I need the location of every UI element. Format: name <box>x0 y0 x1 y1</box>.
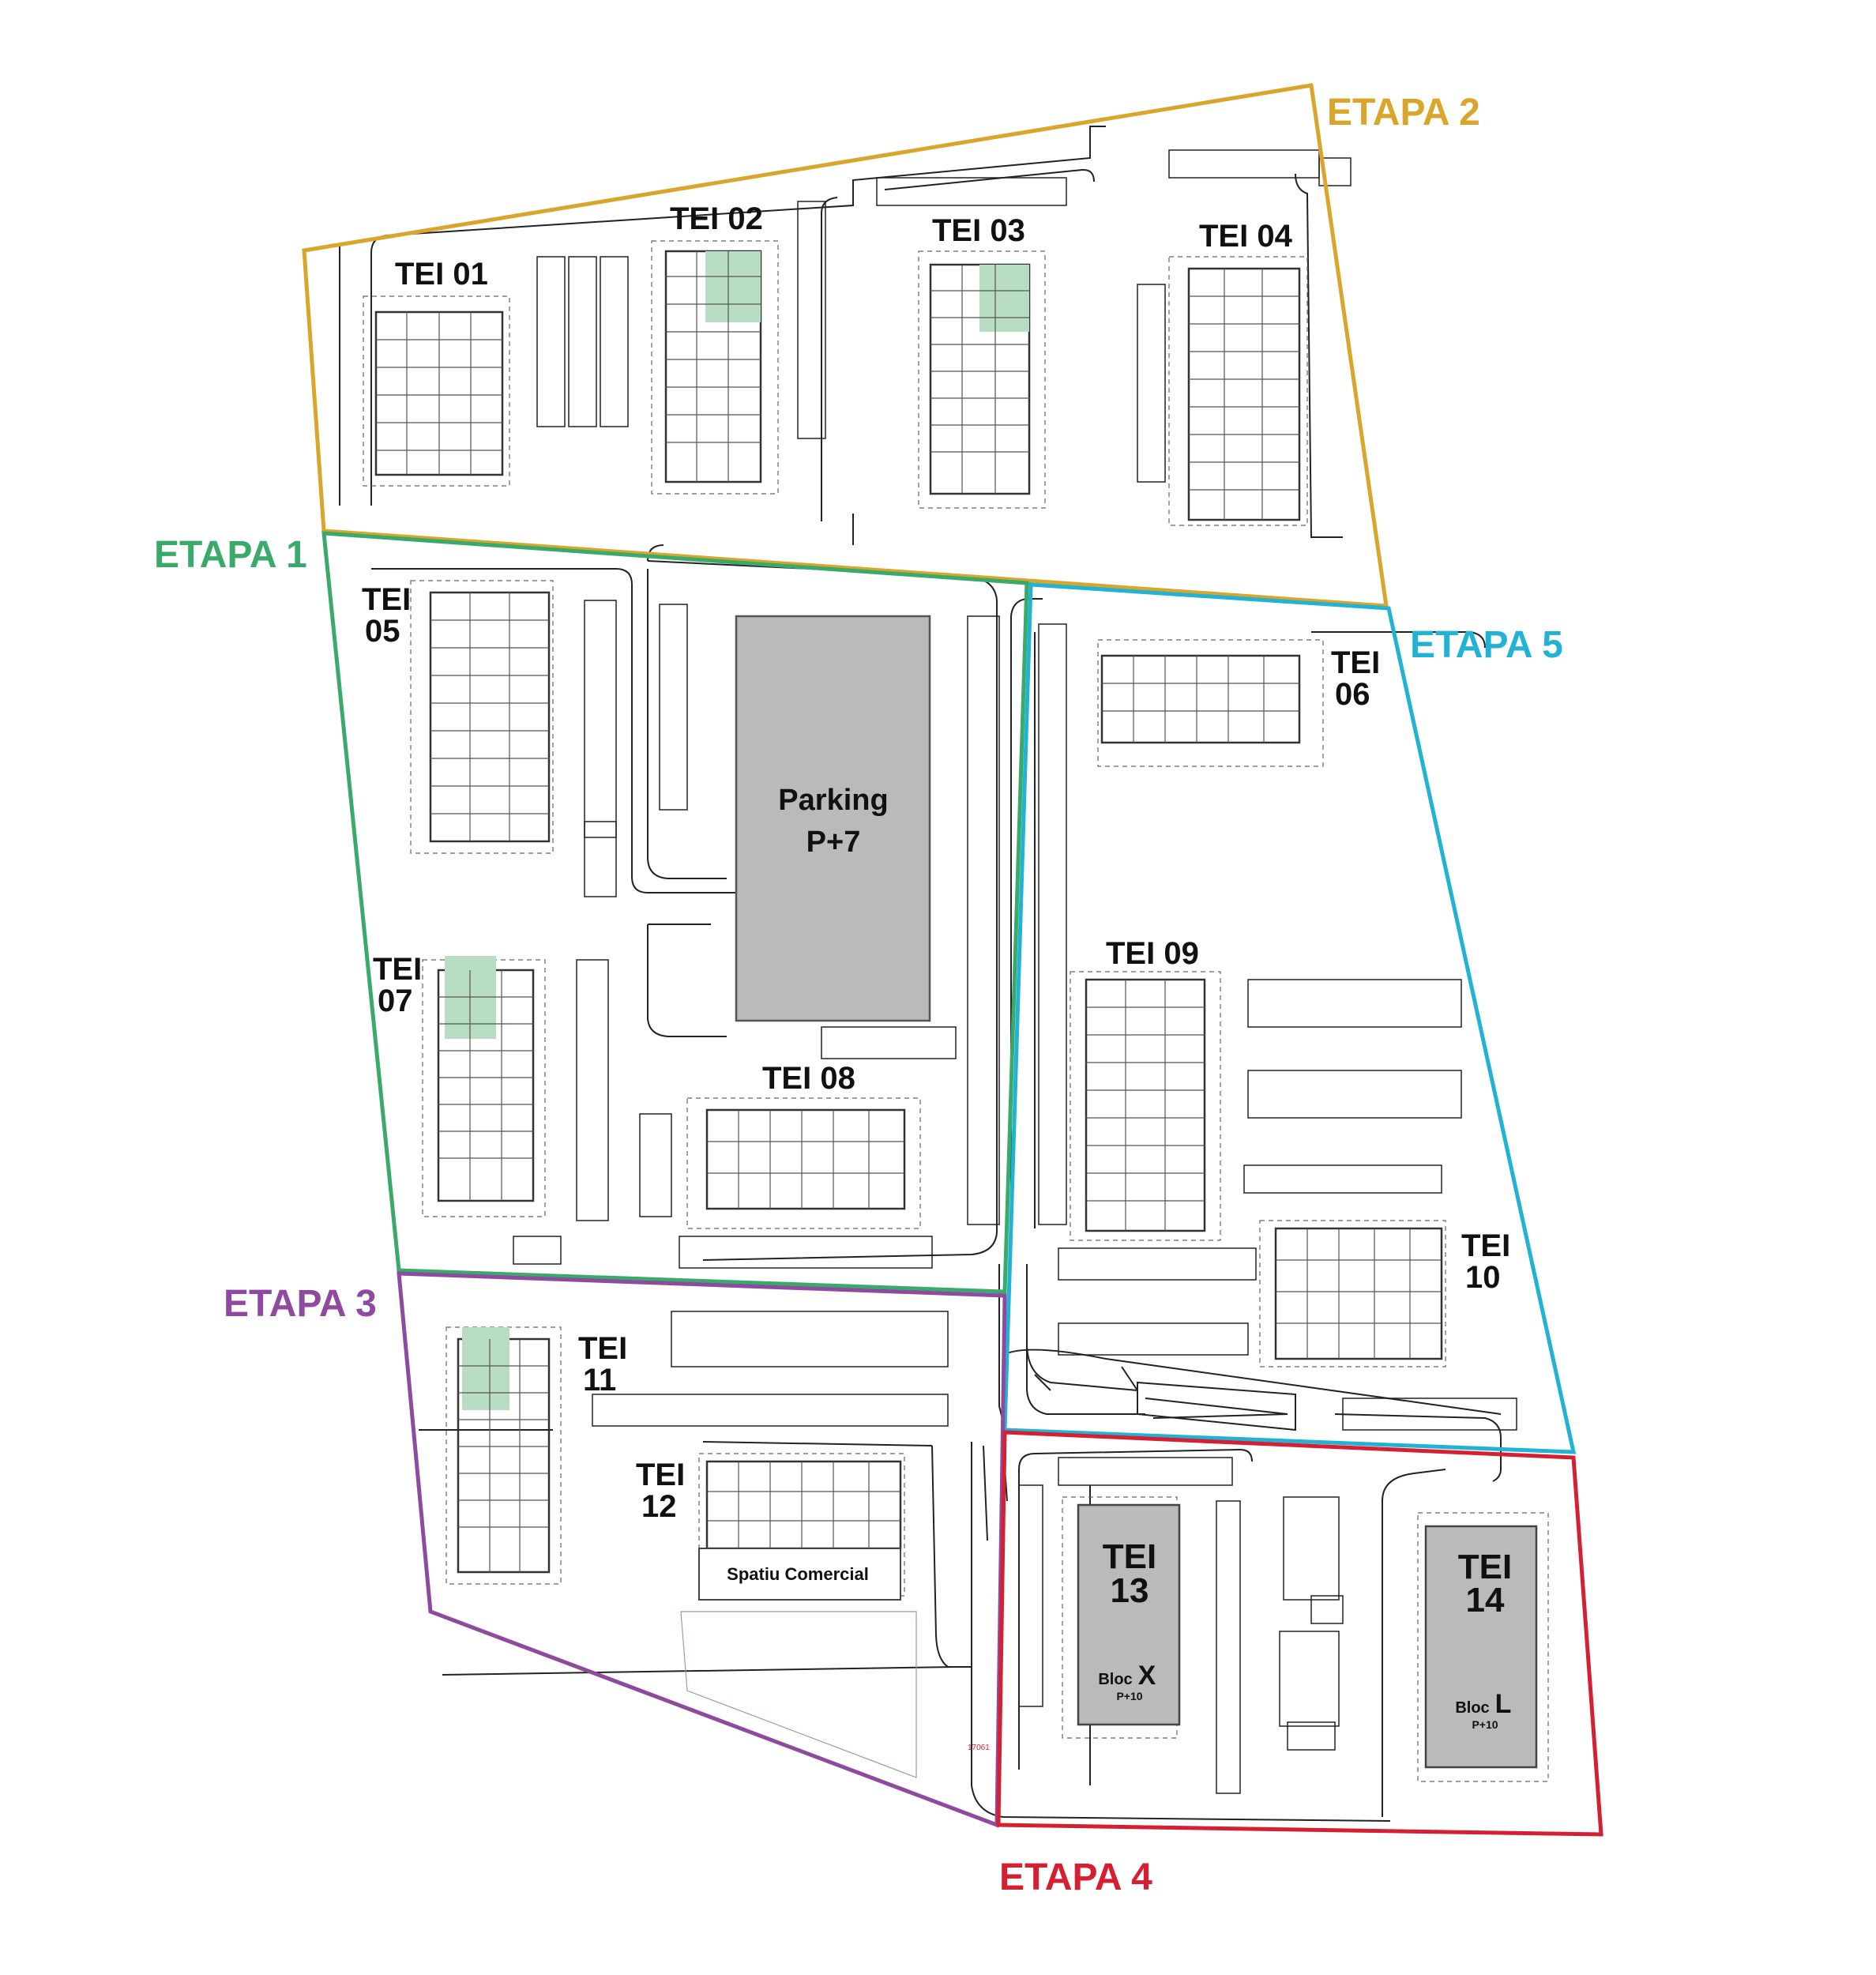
tei-04-label: TEI 04 <box>1199 219 1293 254</box>
tei-13-bloc-label: Bloc <box>1098 1671 1132 1688</box>
tei-13-label-line2: 13 <box>1111 1571 1149 1610</box>
tei-12-label-line1: TEI <box>636 1458 685 1492</box>
tei-08-footprint <box>686 1097 921 1229</box>
parking-stalls <box>513 149 1517 1794</box>
tei-06-label-line2: 06 <box>1335 677 1370 712</box>
tei-13-bloc-letter: X <box>1138 1661 1156 1691</box>
tei-14-floors: P+10 <box>1472 1718 1498 1731</box>
tei-03-green-space <box>979 265 1029 332</box>
tei-10-footprint <box>1259 1220 1446 1367</box>
tei-14-bloc-label: Bloc <box>1455 1699 1489 1717</box>
tei-07-footprint <box>422 956 546 1217</box>
tei-12-footprint <box>698 1453 905 1601</box>
commercial-space-label: Spatiu Comercial <box>727 1564 869 1584</box>
tei-09-footprint <box>1070 971 1221 1241</box>
tei-14-label-line2: 14 <box>1466 1581 1505 1620</box>
etapa-2-label: ETAPA 2 <box>1327 92 1480 134</box>
tei-13-label-line1: TEI <box>1103 1537 1156 1576</box>
tei-03-label: TEI 03 <box>932 213 1025 248</box>
tei-14-footprint <box>1417 1512 1549 1782</box>
etapa-4-label: ETAPA 4 <box>999 1856 1152 1898</box>
tei-05-label-line1: TEI <box>362 582 411 617</box>
parking-label-line2: P+7 <box>806 826 861 859</box>
parking-label-line1: Parking <box>778 784 888 817</box>
tei-10-label-line2: 10 <box>1465 1260 1501 1295</box>
tei-05-label-line2: 05 <box>365 614 400 649</box>
parking-garage <box>735 615 931 1022</box>
tei-03-footprint <box>918 250 1046 509</box>
tei-13-floors: P+10 <box>1116 1690 1142 1702</box>
tei-12-label-line2: 12 <box>641 1489 677 1524</box>
etapa-2-boundary <box>302 83 1389 608</box>
etapa-5-label: ETAPA 5 <box>1410 624 1563 666</box>
tei-11-green-space <box>462 1327 509 1410</box>
tei-06-footprint <box>1097 639 1324 767</box>
tei-13-footprint <box>1062 1496 1181 1739</box>
tei-02-footprint <box>651 240 779 495</box>
building-footprints <box>363 240 1549 1782</box>
survey-mark-label: 17061 <box>968 1744 990 1752</box>
etapa-5-boundary <box>1002 582 1577 1454</box>
tei-01-footprint <box>363 295 510 487</box>
etapa-3-label: ETAPA 3 <box>224 1283 377 1325</box>
tei-02-green-space <box>705 251 761 322</box>
tei-09-label: TEI 09 <box>1106 936 1199 971</box>
tei-05-footprint <box>410 580 554 854</box>
tei-14-label-line1: TEI <box>1458 1548 1512 1586</box>
tei-07-label-line2: 07 <box>378 984 413 1018</box>
tei-02-label: TEI 02 <box>670 201 763 236</box>
tei-11-label-line2: 11 <box>583 1363 616 1398</box>
etapa-4-boundary <box>996 1430 1603 1837</box>
tei-08-label: TEI 08 <box>762 1061 855 1096</box>
tei-11-footprint <box>446 1326 562 1585</box>
tei-14-bloc-letter: L <box>1495 1689 1512 1719</box>
tei-11-label-line1: TEI <box>578 1331 627 1366</box>
tei-10-label-line1: TEI <box>1461 1228 1510 1263</box>
tei-04-footprint <box>1168 256 1308 526</box>
etapa-1-boundary <box>321 531 1029 1294</box>
tei-07-label-line1: TEI <box>373 952 422 987</box>
tei-06-label-line1: TEI <box>1331 645 1380 680</box>
etapa-1-label: ETAPA 1 <box>154 534 307 576</box>
tei-01-label: TEI 01 <box>395 257 488 292</box>
